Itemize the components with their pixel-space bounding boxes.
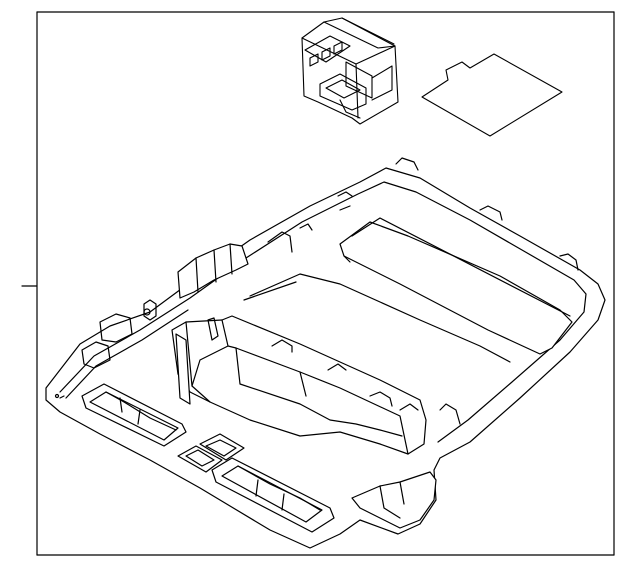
gasket-pad-part <box>422 54 562 136</box>
diagram-frame <box>37 12 614 555</box>
switch-module-part <box>302 18 398 124</box>
console-housing-part <box>46 158 605 548</box>
